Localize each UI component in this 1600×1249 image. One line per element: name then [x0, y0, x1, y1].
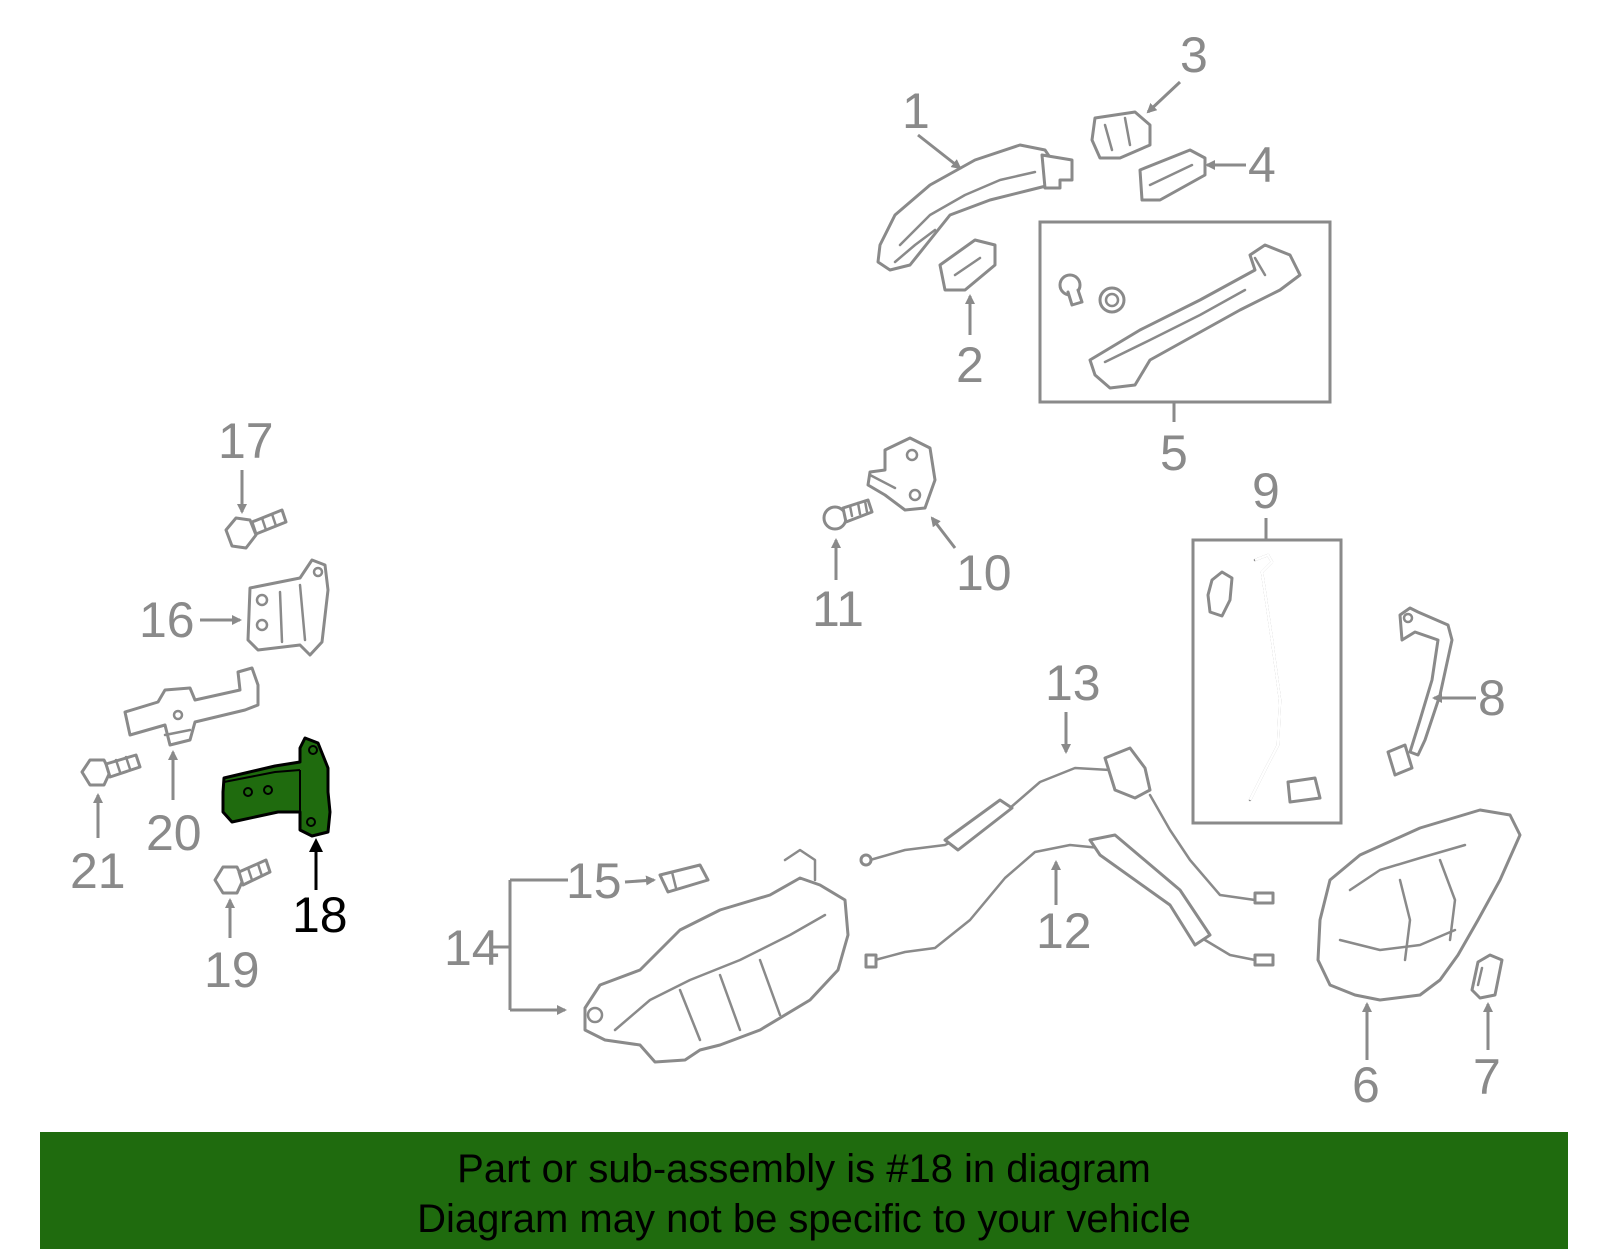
callout-8: 8	[1478, 670, 1506, 726]
part-6-latch[interactable]	[1316, 808, 1522, 1002]
part-18-hinge-highlighted[interactable]	[221, 736, 332, 838]
callout-7: 7	[1473, 1049, 1501, 1105]
callout-15: 15	[566, 853, 622, 909]
callout-16: 16	[139, 592, 195, 648]
callout-11: 11	[812, 581, 864, 637]
part-3-cap[interactable]	[1090, 110, 1152, 160]
callout-18: 18	[292, 887, 348, 943]
callout-19: 19	[204, 942, 260, 998]
callout-13: 13	[1045, 655, 1101, 711]
callout-12: 12	[1036, 903, 1092, 959]
part-7-pad[interactable]	[1470, 953, 1504, 1000]
leader-15	[624, 875, 656, 886]
callout-2: 2	[956, 337, 984, 393]
callout-3: 3	[1180, 27, 1208, 83]
callout-21: 21	[70, 843, 126, 899]
info-banner: Part or sub-assembly is #18 in diagram D…	[40, 1132, 1568, 1249]
callout-10: 10	[956, 545, 1012, 601]
part-19-bolt[interactable]	[213, 858, 272, 895]
callout-17: 17	[218, 413, 274, 469]
part-10-striker[interactable]	[866, 436, 937, 512]
part-12-cable[interactable]	[864, 833, 1275, 969]
part-13-cable[interactable]	[859, 746, 1275, 905]
part-9-rod[interactable]	[1206, 553, 1322, 804]
callout-6: 6	[1352, 1057, 1380, 1113]
part-16-hinge[interactable]	[246, 558, 330, 657]
callout-20: 20	[146, 805, 202, 861]
part-20-door-check[interactable]	[123, 666, 260, 747]
part-5-handle-bracket[interactable]	[1058, 243, 1302, 390]
part-17-bolt[interactable]	[224, 508, 288, 550]
part-4-bezel[interactable]	[1138, 148, 1207, 202]
part-8-rod[interactable]	[1386, 606, 1454, 777]
callout-5: 5	[1160, 425, 1188, 481]
callout-1: 1	[902, 83, 930, 139]
leader-10	[930, 516, 957, 549]
banner-line-2: Diagram may not be specific to your vehi…	[417, 1197, 1191, 1241]
leader-1	[917, 133, 962, 170]
callout-4: 4	[1248, 137, 1276, 193]
part-15-clip[interactable]	[658, 863, 710, 894]
part-1-outer-handle[interactable]	[876, 143, 1074, 272]
leader-3	[1146, 80, 1182, 114]
banner-line-1: Part or sub-assembly is #18 in diagram	[457, 1147, 1151, 1191]
part-21-bolt[interactable]	[80, 753, 142, 787]
callout-14: 14	[444, 920, 500, 976]
part-5-box	[1038, 220, 1332, 404]
callout-9: 9	[1252, 463, 1280, 519]
part-11-screw[interactable]	[822, 498, 874, 531]
part-14-inner-handle[interactable]	[583, 848, 850, 1064]
part-2-cover[interactable]	[938, 238, 997, 292]
